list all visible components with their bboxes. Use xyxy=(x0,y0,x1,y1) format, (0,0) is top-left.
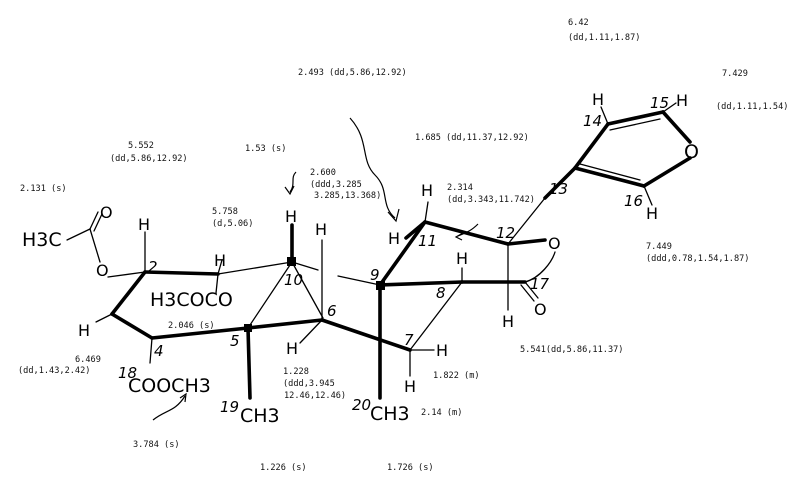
carbon-number: 13 xyxy=(549,180,568,198)
arrow-head xyxy=(454,232,464,241)
carbon-number: 9 xyxy=(370,266,380,284)
atom-h: H xyxy=(456,249,468,268)
carbon-numbering: 2 4 5 6 7 8 9 10 11 12 13 14 15 16 17 18… xyxy=(118,94,669,416)
carbon-number: 18 xyxy=(118,364,137,382)
shift-label: 1.226 (s) xyxy=(260,463,307,473)
atom-h: H xyxy=(214,251,226,270)
arrow-head xyxy=(387,208,400,223)
carbon-number: 12 xyxy=(496,224,515,242)
shift-label: 1.822 (m) xyxy=(433,371,480,381)
shift-label: 5.541(dd,5.86,11.37) xyxy=(520,345,623,355)
shift-label: 2.046 (s) xyxy=(168,321,215,331)
atom-cooch3: COOCH3 xyxy=(128,375,211,397)
stereo-dots xyxy=(244,257,385,332)
shift-label: 2.314 xyxy=(447,183,473,193)
atom-ch3: CH3 xyxy=(370,403,410,425)
atom-h: H xyxy=(315,220,327,239)
carbon-number: 20 xyxy=(352,396,371,414)
shift-multiplicity: (dd,1.43,2.42) xyxy=(18,366,90,376)
atom-h: H xyxy=(646,204,658,223)
wavy-arrow xyxy=(152,395,186,421)
atom-o: O xyxy=(100,203,113,222)
carbon-number: 19 xyxy=(220,398,239,416)
carbon-number: 10 xyxy=(284,271,303,289)
arrow-head xyxy=(179,392,187,403)
shift-multiplicity: 12.46,12.46) xyxy=(284,391,346,401)
shift-label: 2.131 (s) xyxy=(20,184,67,194)
atom-h: H xyxy=(676,91,688,110)
shift-label: 6.42 xyxy=(568,18,589,28)
arrow-head xyxy=(284,185,295,196)
shift-label: 5.758 xyxy=(212,207,238,217)
wavy-arrow xyxy=(289,171,297,193)
shift-label: 7.449 xyxy=(646,242,672,252)
atom-h3c: H3C xyxy=(22,229,62,251)
atom-labels: H3C O O H H H3COCO H H H H H H H O O H H… xyxy=(22,90,699,427)
shift-label: 1.685 (dd,11.37,12.92) xyxy=(415,133,529,143)
bonds xyxy=(66,102,692,400)
stereo-dot xyxy=(244,324,252,332)
stereo-dot xyxy=(376,281,385,290)
atom-o: O xyxy=(534,300,547,319)
carbon-number: 8 xyxy=(436,284,446,302)
shift-label: 1.726 (s) xyxy=(387,463,434,473)
carbon-number: 16 xyxy=(624,192,643,210)
shift-multiplicity: (dd,1.11,1.87) xyxy=(568,33,640,43)
indicator-arrows xyxy=(152,117,479,421)
atom-h: H xyxy=(436,341,448,360)
atom-o: O xyxy=(96,261,109,280)
shift-multiplicity: (ddd,3.945 xyxy=(283,379,335,389)
atom-h: H xyxy=(285,207,297,226)
carbon-number: 5 xyxy=(230,332,240,350)
shift-multiplicity: (dd,3.343,11.742) xyxy=(447,195,535,205)
atom-h: H xyxy=(592,90,604,109)
atom-h: H xyxy=(388,229,400,248)
carbon-number: 14 xyxy=(583,112,602,130)
carbon-number: 11 xyxy=(418,232,437,250)
shift-label: 3.784 (s) xyxy=(133,440,180,450)
shift-label: 6.469 xyxy=(75,355,101,365)
carbon-number: 2 xyxy=(148,258,158,276)
nmr-shift-labels: 6.42 (dd,1.11,1.87) 2.493 (dd,5.86,12.92… xyxy=(18,18,788,473)
shift-label: 2.493 (dd,5.86,12.92) xyxy=(298,68,407,78)
carbon-number: 15 xyxy=(650,94,669,112)
wavy-arrow xyxy=(349,117,396,219)
carbon-number: 17 xyxy=(530,275,550,293)
shift-multiplicity: (ddd,3.285 xyxy=(310,180,362,190)
shift-multiplicity: (d,5.06) xyxy=(212,219,253,229)
atom-h: H xyxy=(286,339,298,358)
shift-multiplicity: (dd,5.86,12.92) xyxy=(110,154,188,164)
atom-o: O xyxy=(548,234,561,253)
shift-label: 2.14 (m) xyxy=(421,408,462,418)
atom-h3coco: H3COCO xyxy=(150,289,233,311)
atom-h: H xyxy=(138,215,150,234)
shift-multiplicity: (ddd,0.78,1.54,1.87) xyxy=(646,254,749,264)
atom-h: H xyxy=(78,321,90,340)
atom-h: H xyxy=(404,377,416,396)
stereo-dot xyxy=(287,257,296,266)
shift-multiplicity: (dd,1.11,1.54) xyxy=(716,102,788,112)
carbon-number: 4 xyxy=(154,342,164,360)
carbon-number: 6 xyxy=(327,302,337,320)
atom-h: H xyxy=(502,312,514,331)
atom-ch3: CH3 xyxy=(240,405,280,427)
shift-multiplicity: 3.285,13.368) xyxy=(314,191,381,201)
shift-label: 1.228 xyxy=(283,367,309,377)
atom-o: O xyxy=(684,141,699,163)
shift-label: 7.429 xyxy=(722,69,748,79)
atom-h: H xyxy=(421,181,433,200)
carbon-number: 7 xyxy=(404,331,414,349)
shift-label: 1.53 (s) xyxy=(245,144,286,154)
shift-label: 2.600 xyxy=(310,168,336,178)
shift-label: 5.552 xyxy=(128,141,154,151)
